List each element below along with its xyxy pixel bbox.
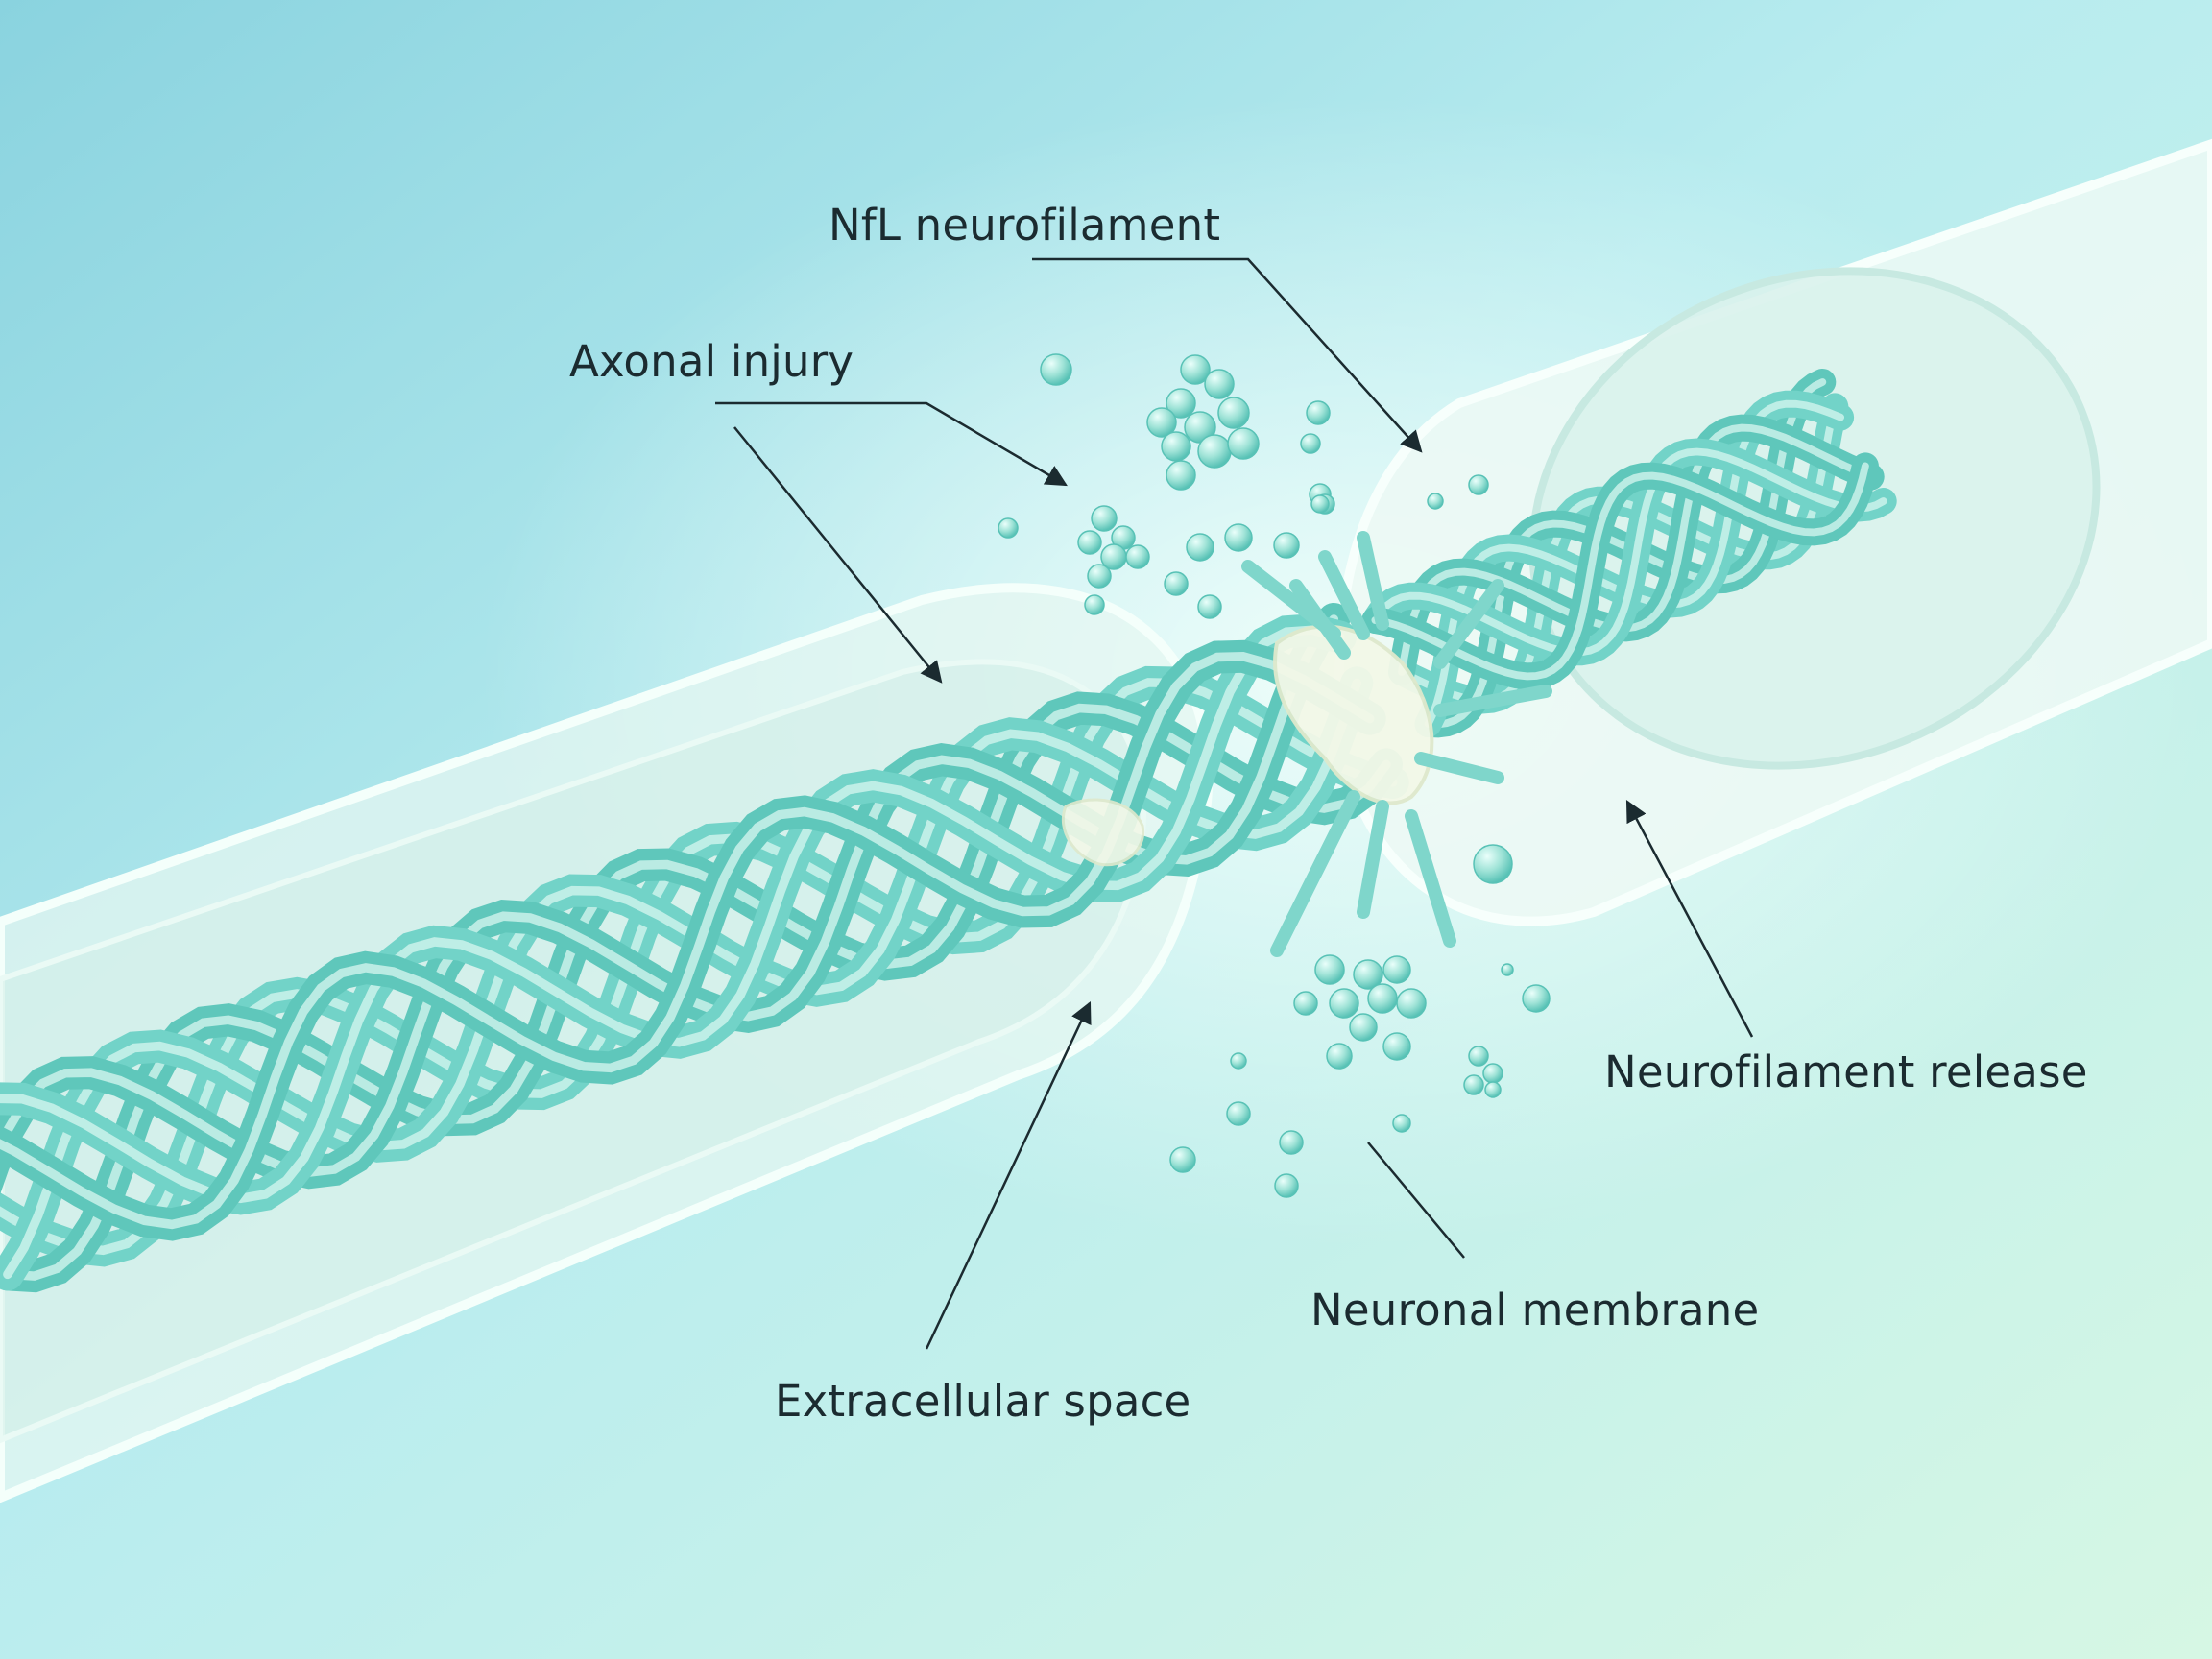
neurofilament-particle [1522,984,1551,1013]
neurofilament-particle [1197,434,1232,469]
frayed-fiber [1357,531,1389,631]
neurofilament-particle [1310,494,1330,514]
neurofilament-particle [1314,954,1345,985]
neurofilament-particle [1468,1046,1489,1067]
label-neuronal-membrane: Neuronal membrane [1310,1285,1760,1335]
frayed-fiber [1414,752,1504,784]
label-neurofilament-release: Neurofilament release [1604,1046,2088,1097]
filament-strand-highlight [1371,447,1887,657]
neurofilament-particle [1326,1043,1353,1070]
neurofilament-particle [1166,388,1196,419]
neurofilament-particle [1427,493,1444,510]
neurofilament-particle [1273,532,1300,559]
frayed-fiber [1433,685,1552,717]
leader-neurofilament-release [1625,800,1754,1038]
neurofilament-particle [1274,1173,1299,1198]
left-filament-bundle [0,603,1409,1293]
injury-tear-small [1061,798,1145,867]
neurofilament-particle [1392,1114,1411,1133]
leader-nfl-neurofilament [1032,257,1423,453]
neurofilament-particle [1396,988,1427,1019]
neurofilament-particle [1382,955,1411,984]
neurofilament-particle [1349,1013,1378,1042]
neurofilament-particle [1382,1032,1411,1061]
filament-strand-highlight [1398,423,1875,676]
frayed-fiber [1433,579,1504,669]
neurofilament-particle [1180,354,1211,385]
injury-site [1061,531,1552,957]
neurofilament-particle [1468,474,1489,495]
neurofilament-particle [1329,988,1359,1019]
neurofilament-particle [1482,1063,1503,1084]
neurofilament-particle [1463,1074,1484,1095]
neurofilament-particle [1226,1101,1251,1126]
label-extracellular-space: Extracellular space [775,1376,1191,1427]
neurofilament-particle [1367,983,1398,1014]
neurofilament-particle [1186,533,1214,562]
neurofilament-particle [1091,505,1118,532]
frayed-fiber [1405,809,1456,948]
neurofilament-particle [1279,1130,1304,1155]
neurofilament-particle [1473,844,1513,884]
leader-axonal-injury-1 [715,401,1068,487]
frayed-fiber [1357,800,1389,919]
neurofilament-particle [1217,397,1250,429]
leader-axonal-injury-2 [733,426,943,684]
neurofilament-particle [1300,433,1321,454]
neurofilament-particle [1084,594,1105,615]
label-axonal-injury: Axonal injury [569,336,854,387]
frayed-fiber [1289,579,1351,660]
neurofilament-particle [1197,594,1222,619]
neurofilament-particle [1077,530,1102,555]
leader-neuronal-membrane [1367,1142,1465,1259]
neurofilament-particle [1353,959,1383,990]
neurofilament-particle [1164,571,1189,596]
neurofilament-particle [1040,353,1072,386]
neurofilament-particle [1125,544,1150,569]
leader-extracellular-space [925,1000,1092,1350]
neurofilament-particle [1166,460,1196,491]
neurofilament-particle [1501,963,1514,976]
neurofilament-particle [1087,564,1112,589]
filament-strand-highlight [0,652,1375,1230]
released-particles [998,353,1551,1198]
neurofilament-particle [998,517,1019,539]
neurofilament-particle [1161,431,1191,462]
neurofilament-particle [1293,991,1318,1016]
leader-lines [715,257,1754,1350]
neurofilament-particle [1204,369,1235,399]
filament-strand-highlight [1371,462,1869,681]
neurofilament-particle [1227,427,1260,460]
neurofilament-particle [1224,523,1253,552]
neurofilament-particle [1306,400,1331,425]
neurofilament-particle [1146,407,1177,438]
frayed-fiber [1318,550,1370,640]
frayed-fiber [1270,790,1360,957]
label-nfl-neurofilament: NfL neurofilament [829,200,1221,251]
neurofilament-particle [1230,1052,1247,1070]
neurofilament-particle [1484,1081,1502,1098]
neurofilament-particle [1169,1146,1196,1173]
